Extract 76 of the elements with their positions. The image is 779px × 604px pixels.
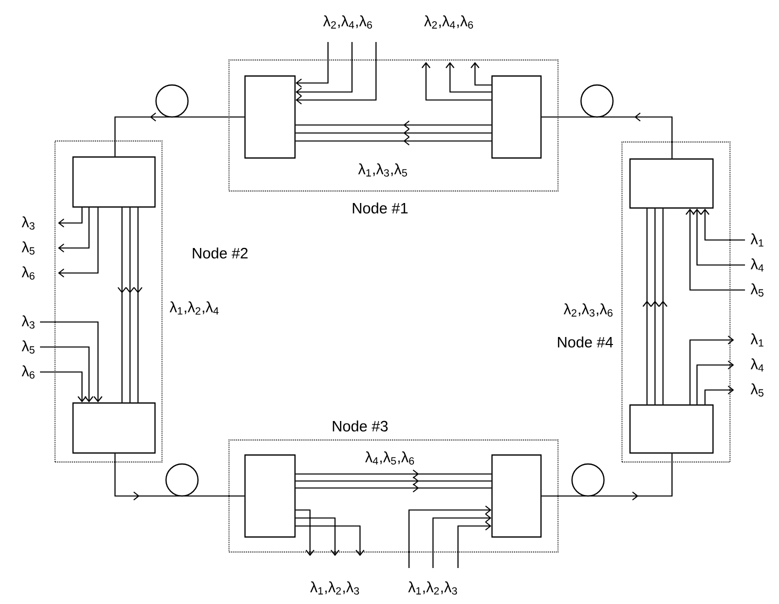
node-label: Node #4 (558, 336, 613, 348)
wavelength-label: λ$_{1}$,λ$_{2}$,λ$_{3}$ (408, 581, 457, 595)
fiber-line (696, 360, 734, 404)
fiber-coil (155, 84, 189, 118)
fiber-line (658, 208, 668, 404)
filter-box (244, 454, 296, 538)
fiber-coil (571, 463, 605, 497)
wavelength-label: λ$_{1}$ (750, 333, 764, 347)
fiber-line (40, 371, 86, 402)
wavelength-label: λ$_{3}$ (22, 216, 34, 230)
wavelength-label: λ$_{5}$ (750, 283, 764, 297)
fiber-line (58, 208, 83, 228)
wavelength-label: λ$_{5}$ (22, 340, 35, 354)
fiber-line (58, 208, 90, 252)
fiber-line (470, 62, 492, 86)
fiber-line (296, 470, 492, 478)
fiber-line (296, 128, 492, 138)
fiber-line (296, 120, 492, 130)
fiber-line (296, 476, 492, 486)
wavelength-label: λ$_{6}$ (22, 365, 34, 379)
node-label: Node #1 (352, 202, 408, 214)
filter-box (491, 75, 542, 159)
fiber-line (692, 208, 745, 266)
fiber-line (296, 136, 492, 146)
filter-box (629, 158, 714, 209)
filter-box (491, 454, 542, 538)
fiber-line (704, 386, 734, 404)
fiber-line (542, 112, 673, 158)
fiber-line (58, 208, 99, 278)
wavelength-label: λ$_{1}$,λ$_{3}$,λ$_{5}$ (358, 163, 407, 177)
wavelength-label: λ$_{2}$,λ$_{3}$,λ$_{6}$ (564, 303, 612, 317)
fiber-coil (165, 463, 199, 497)
filter-box (629, 404, 714, 454)
fiber-line (296, 42, 353, 96)
fiber-line (40, 321, 102, 402)
fiber-line (408, 506, 492, 568)
wavelength-label: λ$_{4}$ (750, 358, 764, 372)
fiber-line (296, 484, 492, 492)
filter-box (72, 402, 156, 454)
wavelength-label: λ$_{1}$,λ$_{2}$,λ$_{4}$ (170, 301, 219, 315)
fiber-line (296, 42, 329, 88)
fiber-line (432, 514, 492, 568)
fiber-line (296, 509, 314, 556)
fiber-line (457, 522, 492, 568)
filter-box (72, 156, 156, 208)
wavelength-label: λ$_{5}$ (22, 241, 35, 255)
wavelength-label: λ$_{6}$ (22, 266, 34, 280)
fiber-line (126, 208, 134, 402)
node-label: Node #3 (332, 420, 388, 432)
fiber-line (114, 454, 244, 500)
node-label: Node #2 (192, 247, 248, 258)
fiber-coil (580, 84, 614, 118)
fiber-line (296, 525, 364, 556)
wavelength-label: λ$_{5}$ (750, 383, 764, 397)
fiber-line (422, 62, 492, 101)
wavelength-label: λ$_{1}$ (750, 233, 764, 247)
fiber-line (296, 517, 340, 556)
fiber-line (134, 208, 142, 402)
fiber-line (642, 208, 652, 404)
fiber-line (40, 346, 94, 402)
wavelength-label: λ$_{2}$,λ$_{4}$,λ$_{6}$ (424, 15, 473, 29)
fiber-line (118, 208, 126, 402)
wavelength-label: λ$_{2}$,λ$_{4}$,λ$_{6}$ (323, 15, 372, 29)
fiber-line (114, 112, 244, 156)
wavelength-label: λ$_{1}$,λ$_{2}$,λ$_{3}$ (310, 581, 359, 595)
wavelength-label: λ$_{3}$ (22, 315, 34, 329)
fiber-line (700, 208, 745, 241)
fiber-line (689, 336, 734, 404)
fiber-line (542, 454, 673, 500)
fiber-line (296, 42, 377, 104)
fiber-line (446, 62, 492, 93)
fiber-line (650, 208, 660, 404)
filter-box (244, 75, 296, 159)
fiber-line (686, 208, 745, 291)
wavelength-label: λ$_{4}$ (750, 258, 764, 272)
wavelength-label: λ$_{4}$,λ$_{5}$,λ$_{6}$ (365, 451, 414, 465)
